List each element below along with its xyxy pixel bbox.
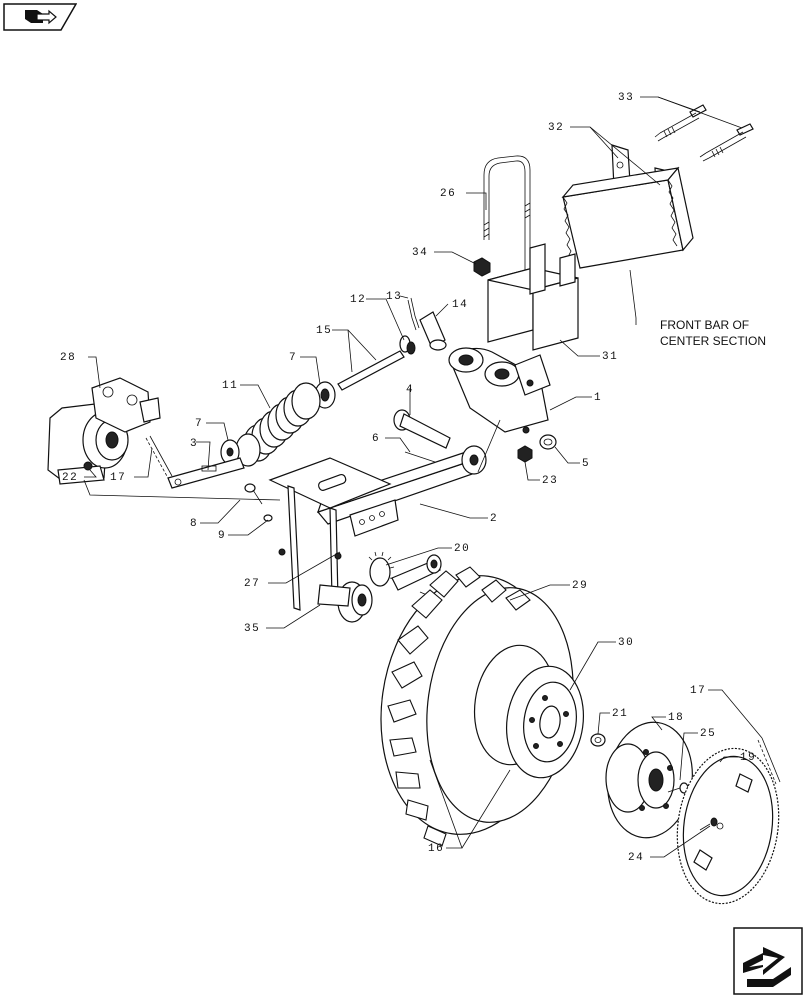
callout-34: 34 bbox=[412, 247, 428, 259]
part-hub-18 bbox=[605, 721, 693, 839]
callout-26: 26 bbox=[440, 188, 456, 200]
callout-19: 19 bbox=[740, 752, 756, 764]
callout-4: 4 bbox=[406, 384, 414, 396]
callout-8: 8 bbox=[190, 518, 198, 530]
part-u-bolt-26 bbox=[483, 155, 531, 290]
callout-33: 33 bbox=[618, 92, 634, 104]
part-rod-15 bbox=[337, 350, 405, 391]
part-rim-30 bbox=[473, 644, 585, 779]
callout-labels: 1 2 3 4 5 6 7 7 8 9 11 12 13 14 15 16 17… bbox=[60, 92, 756, 864]
callout-28: 28 bbox=[60, 352, 76, 364]
callout-14: 14 bbox=[452, 299, 468, 311]
part-link-3 bbox=[167, 457, 245, 489]
callout-13: 13 bbox=[386, 291, 402, 303]
callout-7-lower: 7 bbox=[195, 418, 203, 430]
part-washer-12 bbox=[399, 335, 416, 355]
part-nut-21 bbox=[590, 733, 606, 747]
callout-32: 32 bbox=[548, 122, 564, 134]
callout-18: 18 bbox=[668, 712, 684, 724]
part-front-bar bbox=[561, 166, 694, 269]
callout-7-upper: 7 bbox=[289, 352, 297, 364]
part-nut-34 bbox=[473, 257, 491, 277]
part-motor-28 bbox=[47, 377, 161, 485]
part-spring-11 bbox=[235, 382, 321, 467]
part-washer-9 bbox=[263, 514, 273, 522]
note-line-2: CENTER SECTION bbox=[660, 334, 766, 348]
part-pivot-housing-1 bbox=[448, 347, 551, 434]
callout-6: 6 bbox=[372, 433, 380, 445]
part-pin-14 bbox=[419, 311, 447, 351]
callout-9: 9 bbox=[218, 530, 226, 542]
callout-16: 16 bbox=[428, 843, 444, 855]
part-sprocket-19 bbox=[676, 747, 780, 905]
callout-23: 23 bbox=[542, 475, 558, 487]
callout-20: 20 bbox=[454, 543, 470, 555]
next-page-button[interactable] bbox=[733, 927, 803, 995]
callout-25: 25 bbox=[700, 728, 716, 740]
part-washer-7 bbox=[220, 439, 240, 465]
callout-31: 31 bbox=[602, 351, 618, 363]
callout-15: 15 bbox=[316, 325, 332, 337]
leader-lines bbox=[83, 96, 763, 858]
part-clip-13 bbox=[407, 297, 420, 331]
callout-12: 12 bbox=[350, 294, 366, 306]
part-mount-plate-27 bbox=[268, 457, 399, 611]
part-bolt-33 bbox=[654, 104, 754, 162]
part-cotter-6 bbox=[404, 451, 436, 463]
callout-35: 35 bbox=[244, 623, 260, 635]
back-to-index-button[interactable] bbox=[3, 3, 77, 31]
callout-5: 5 bbox=[582, 458, 590, 470]
callout-22: 22 bbox=[62, 472, 78, 484]
callout-1: 1 bbox=[594, 392, 602, 404]
part-washer-5 bbox=[539, 434, 557, 450]
callout-24: 24 bbox=[628, 852, 644, 864]
part-sprocket-20 bbox=[368, 551, 442, 603]
next-page-arrow-icon bbox=[743, 947, 791, 987]
note-line-1: FRONT BAR OF bbox=[660, 318, 749, 332]
callout-2: 2 bbox=[490, 513, 498, 525]
callout-21: 21 bbox=[612, 708, 628, 720]
callout-17-left: 17 bbox=[110, 472, 126, 484]
part-chain-17-right bbox=[757, 737, 781, 785]
part-nut-23 bbox=[517, 445, 533, 463]
callout-30: 30 bbox=[618, 637, 634, 649]
part-bolt-24 bbox=[699, 817, 718, 831]
part-hub-35 bbox=[317, 581, 373, 623]
part-chain-17 bbox=[145, 435, 173, 479]
front-bar-note: FRONT BAR OF CENTER SECTION bbox=[660, 318, 766, 348]
callout-17-right: 17 bbox=[690, 685, 706, 697]
callout-29: 29 bbox=[572, 580, 588, 592]
callout-27: 27 bbox=[244, 578, 260, 590]
book-arrow-icon bbox=[25, 9, 57, 25]
callout-11: 11 bbox=[222, 380, 238, 392]
part-bolt-8 bbox=[244, 483, 263, 505]
callout-3: 3 bbox=[190, 438, 198, 450]
part-pin-4 bbox=[393, 409, 451, 449]
part-bracket-31 bbox=[487, 243, 579, 351]
